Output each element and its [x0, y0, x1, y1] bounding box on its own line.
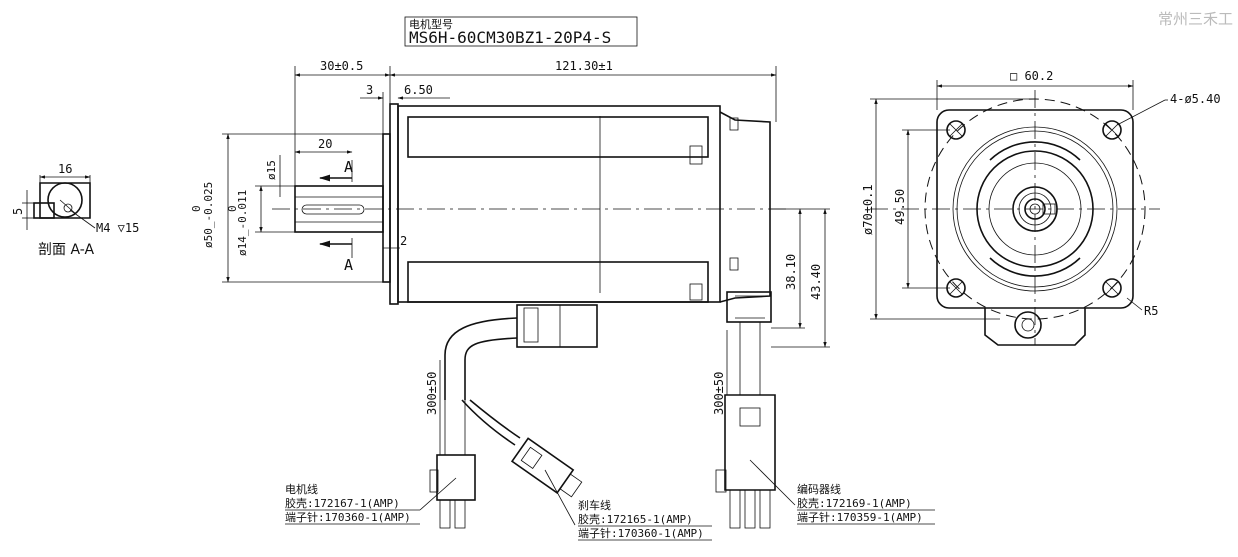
- dim-boss-dia: ø50_-0.025: [202, 182, 215, 248]
- section-thread: M4 ▽15: [96, 221, 139, 235]
- section-width: 16: [58, 162, 72, 176]
- dim-cable-2: 300±50: [712, 372, 726, 415]
- section-mark-top: A: [344, 158, 353, 176]
- note-motor-terminal: 端子针:170360-1(AMP): [285, 510, 411, 524]
- model-box: 电机型号 MS6H-60CM30BZ1-20P4-S: [404, 16, 638, 47]
- note-encoder: 编码器线 胶壳:172169-1(AMP) 端子针:170359-1(AMP): [797, 482, 935, 525]
- dim-square: □ 60.2: [1010, 69, 1053, 83]
- note-motor-title: 电机线: [285, 482, 318, 496]
- dim-holes: 4-ø5.40: [1170, 92, 1221, 106]
- dim-shaft-length: 30±0.5: [320, 59, 363, 73]
- dim-step: 6.50: [404, 83, 433, 97]
- dim-radius: R5: [1144, 304, 1158, 318]
- dim-key-width: ø15: [265, 160, 278, 180]
- model-value: MS6H-60CM30BZ1-20P4-S: [409, 28, 611, 47]
- model-label: 电机型号: [409, 17, 453, 31]
- section-depth: 5: [11, 208, 25, 215]
- note-brake: 刹车线 胶壳:172165-1(AMP) 端子针:170360-1(AMP): [578, 498, 712, 541]
- note-motor: 电机线 胶壳:172167-1(AMP) 端子针:170360-1(AMP): [285, 482, 420, 525]
- note-brake-housing: 胶壳:172165-1(AMP): [578, 512, 693, 526]
- watermark-text: 常州三禾工: [1158, 10, 1233, 28]
- note-encoder-title: 编码器线: [797, 482, 841, 496]
- dim-gap: 2: [400, 234, 407, 248]
- dim-body-length: 121.30±1: [555, 59, 613, 73]
- dim-flange-thk: 3: [366, 83, 373, 97]
- section-mark-bottom: A: [344, 256, 353, 274]
- dim-shaft-dia-upper: 0: [226, 205, 239, 212]
- dim-49: 49.50: [893, 189, 907, 225]
- dim-pcd: ø70±0.1: [861, 184, 875, 235]
- section-view: 16 5 M4 ▽15 剖面 A-A: [11, 162, 139, 258]
- side-view: 30±0.5 121.30±1 3 6.50 20 A A 2 ø50_-0.0…: [190, 59, 830, 529]
- note-encoder-terminal: 端子针:170359-1(AMP): [797, 510, 923, 524]
- dim-boss-dia-upper: 0: [190, 205, 203, 212]
- dim-cable-1: 300±50: [425, 372, 439, 415]
- note-motor-housing: 胶壳:172167-1(AMP): [285, 496, 400, 510]
- dim-43: 43.40: [809, 264, 823, 300]
- section-caption: 剖面 A-A: [38, 242, 94, 258]
- note-encoder-housing: 胶壳:172169-1(AMP): [797, 496, 912, 510]
- dim-38: 38.10: [784, 254, 798, 290]
- note-brake-title: 刹车线: [578, 498, 611, 512]
- front-view: □ 60.2 4-ø5.40 ø70±0.1 49.50 R5: [861, 69, 1221, 346]
- dim-shaft-dia: ø14_-0.011: [236, 190, 249, 256]
- dim-key-length: 20: [318, 137, 332, 151]
- note-brake-terminal: 端子针:170360-1(AMP): [578, 526, 704, 540]
